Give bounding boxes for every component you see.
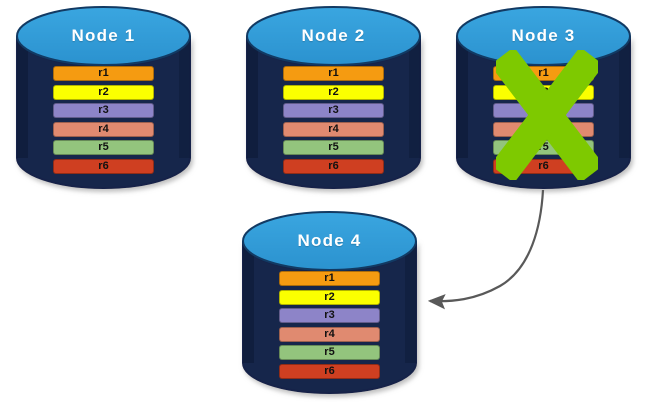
node-row[interactable]: r4	[279, 326, 380, 342]
node-row[interactable]: r2	[53, 84, 154, 100]
node-row[interactable]: r3	[279, 308, 380, 324]
cylinder-top-ellipse	[16, 6, 191, 66]
node-row[interactable]: r1	[53, 66, 154, 81]
node-cylinder-1[interactable]: Node 1 r1 r2 r3 r4 r5 r6	[16, 6, 191, 189]
cylinder-right-shade	[179, 36, 190, 158]
node-row[interactable]: r4	[283, 121, 384, 137]
cylinder-left-shade	[247, 36, 258, 158]
node-row[interactable]: r6	[279, 364, 380, 379]
node-title: Node 2	[301, 26, 366, 45]
node-row[interactable]: r4	[53, 121, 154, 137]
cylinder-left-shade	[17, 36, 28, 158]
node-title: Node 4	[297, 231, 362, 250]
node-row[interactable]: r1	[283, 66, 384, 81]
node-row[interactable]: r3	[53, 103, 154, 119]
node-row[interactable]: r2	[279, 289, 380, 305]
cylinder-right-shade	[409, 36, 420, 158]
node-row[interactable]: r3	[283, 103, 384, 119]
arrow-path	[427, 189, 545, 310]
node-cylinder-4[interactable]: Node 4 r1 r2 r3 r4 r5 r6	[242, 211, 417, 394]
cylinder-right-shade	[619, 36, 630, 158]
cylinder-top-ellipse	[242, 211, 417, 271]
node-row[interactable]: r1	[279, 271, 380, 286]
node-row[interactable]: r5	[279, 345, 380, 361]
node-title: Node 3	[511, 26, 576, 45]
node-row[interactable]: r2	[283, 84, 384, 100]
node-row[interactable]: r6	[53, 159, 154, 174]
node-row[interactable]: r6	[283, 159, 384, 174]
cylinder-right-shade	[405, 241, 416, 363]
node-row[interactable]: r5	[53, 140, 154, 156]
node-title: Node 1	[71, 26, 136, 45]
cylinder-top-ellipse	[246, 6, 421, 66]
node-row[interactable]: r5	[283, 140, 384, 156]
cylinder-left-shade	[243, 241, 254, 363]
cylinder-left-shade	[457, 36, 468, 158]
node-cylinder-2[interactable]: Node 2 r1 r2 r3 r4 r5 r6	[246, 6, 421, 189]
